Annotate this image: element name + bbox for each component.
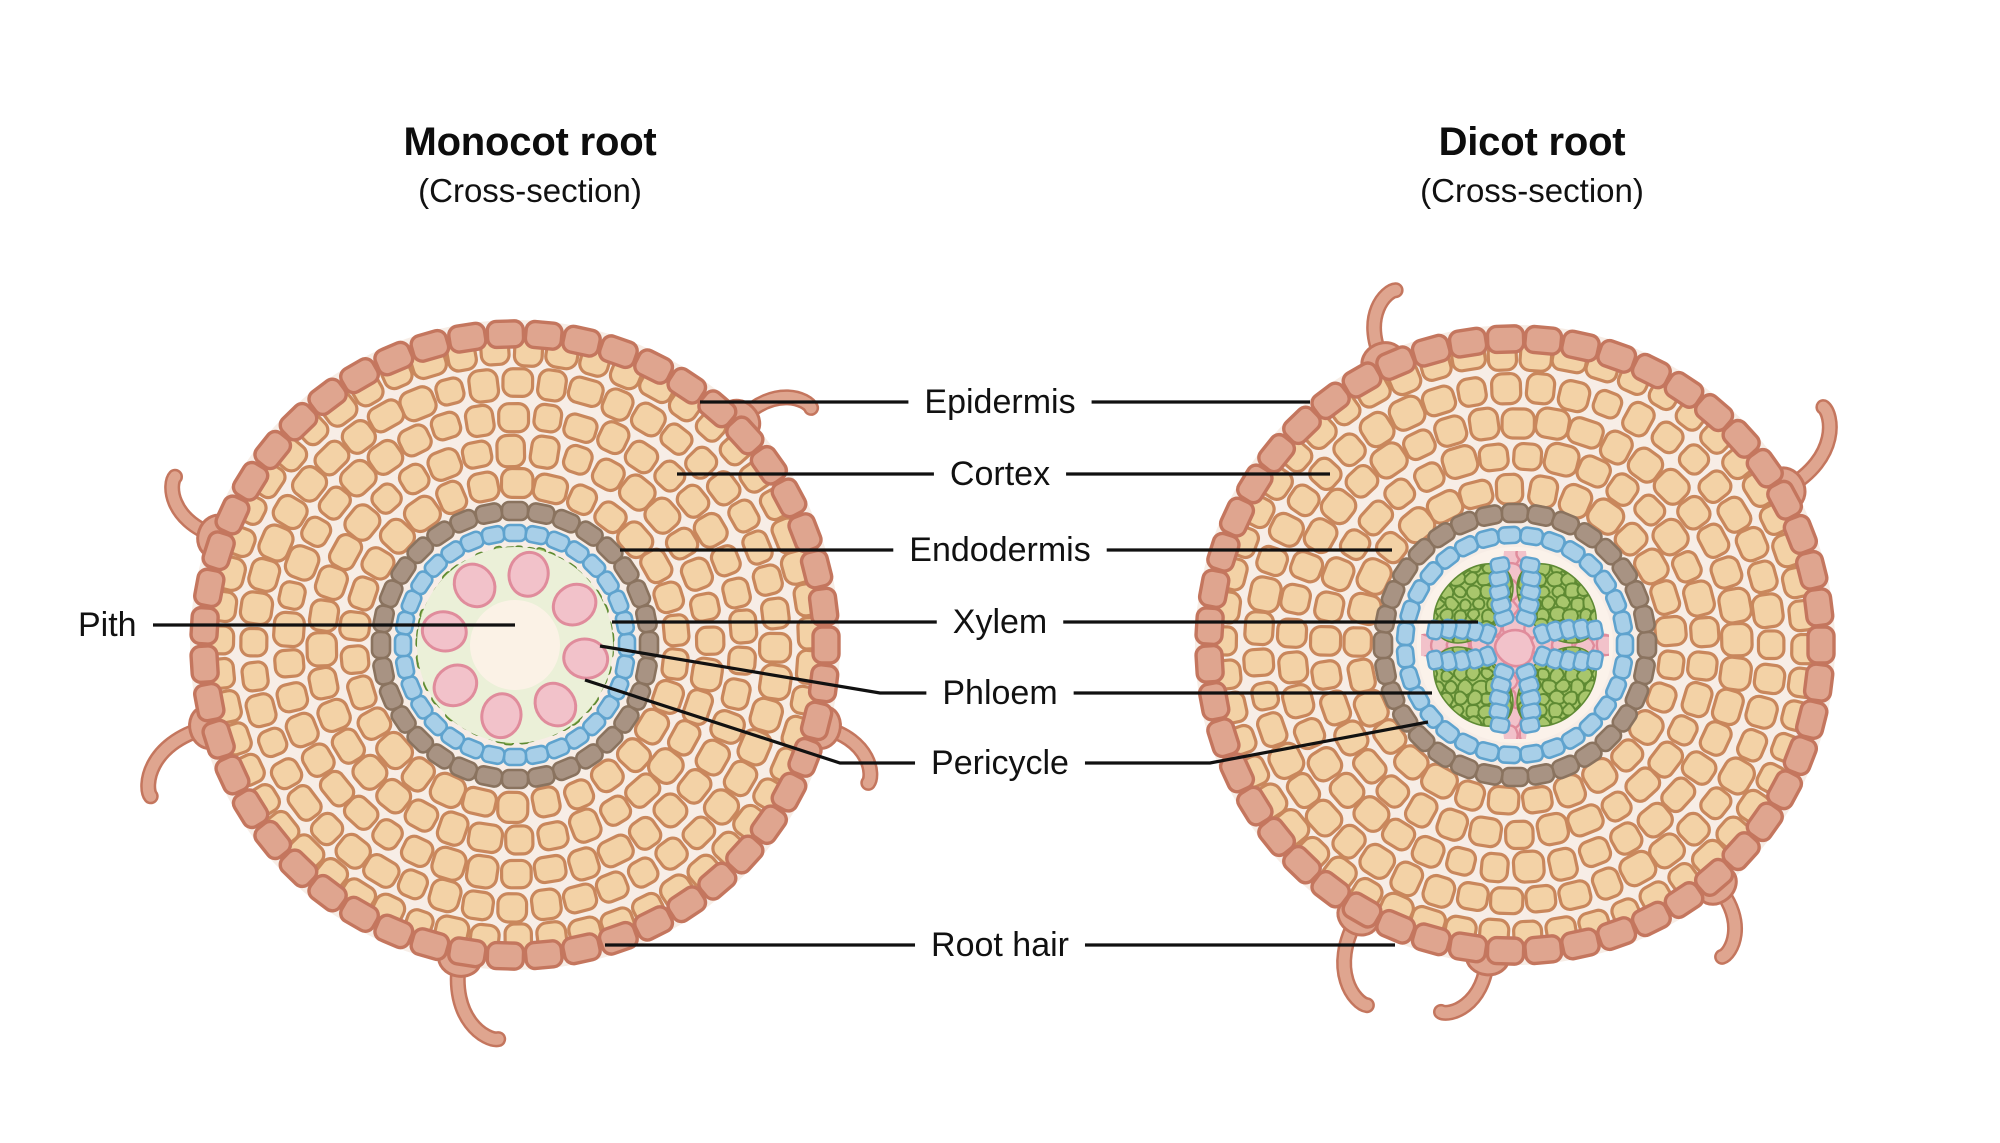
- leader-pericycle-right: [1084, 720, 1429, 765]
- panel-title-monocot: Monocot root (Cross-section): [230, 122, 830, 207]
- leader-pericycle-left: [584, 678, 916, 765]
- leader-phloem-left: [599, 644, 927, 695]
- dicot-title: Dicot root: [1438, 120, 1626, 164]
- label-phloem: Phloem: [942, 674, 1058, 712]
- label-pith: Pith: [78, 606, 137, 644]
- dicot-subtitle: (Cross-section): [1420, 172, 1644, 209]
- panel-title-dicot: Dicot root (Cross-section): [1232, 122, 1832, 207]
- monocot-title: Monocot root: [403, 120, 657, 164]
- label-epidermis: Epidermis: [924, 383, 1076, 421]
- label-cortex: Cortex: [949, 455, 1051, 493]
- label-endodermis: Endodermis: [909, 531, 1091, 569]
- label-pericycle: Pericycle: [931, 744, 1069, 782]
- label-root-hair: Root hair: [931, 926, 1069, 964]
- label-xylem: Xylem: [952, 603, 1048, 641]
- monocot-subtitle: (Cross-section): [418, 172, 642, 209]
